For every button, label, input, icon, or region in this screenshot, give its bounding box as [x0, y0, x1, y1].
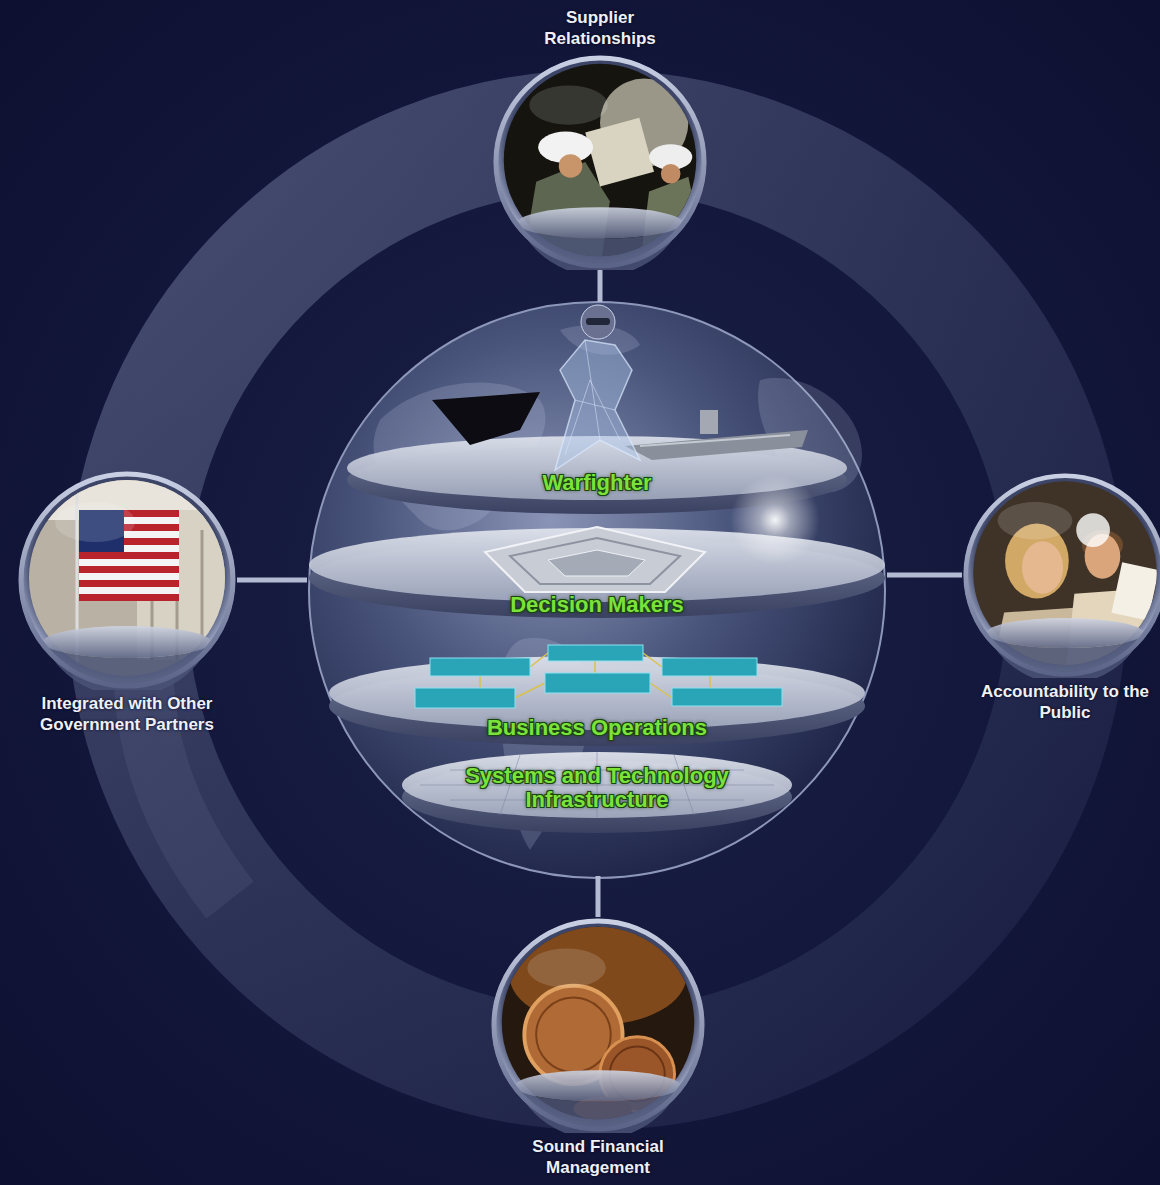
- circle-shape: [1076, 513, 1110, 547]
- rect-shape: [430, 658, 530, 676]
- ellipse-shape: [1022, 541, 1063, 593]
- g-shape: [962, 472, 1160, 678]
- polygon-shape: [625, 430, 808, 460]
- sphere-illustration: [490, 917, 706, 1133]
- circle-shape: [496, 58, 704, 266]
- swirl-band: [127, 130, 1067, 1070]
- line-shape: [640, 435, 790, 446]
- ellipse-shape: [518, 207, 683, 238]
- aircraft-carrier: [625, 410, 808, 460]
- business-disc: [329, 645, 865, 746]
- rect-shape: [490, 917, 706, 1133]
- layer-label: Systems and Technology Infrastructure: [432, 764, 762, 812]
- finance-sphere: Sound Financial Management: [490, 917, 706, 1179]
- polygon-shape: [585, 118, 654, 187]
- rect-shape: [79, 594, 179, 601]
- layer-label: Warfighter: [542, 471, 651, 495]
- circle-shape: [559, 154, 583, 178]
- rect-shape: [1111, 562, 1158, 620]
- path-shape: [565, 340, 620, 455]
- rect-shape: [415, 688, 515, 708]
- pentagon-building: [485, 527, 705, 592]
- decision-layer: Decision Makers: [307, 520, 887, 620]
- sphere-illustration: [492, 54, 708, 270]
- ellipse-shape: [527, 948, 606, 987]
- systems-layer: Systems and Technology Infrastructure: [402, 750, 792, 876]
- circle-shape: [21, 474, 233, 686]
- rect-shape: [700, 410, 718, 434]
- polygon-shape: [510, 538, 680, 584]
- circle-shape: [536, 998, 611, 1073]
- label-holder: Sound Financial Management: [508, 1137, 688, 1178]
- label-holder: Integrated with Other Government Partner…: [27, 694, 227, 735]
- rect-shape: [79, 566, 179, 573]
- circle-shape: [661, 164, 681, 184]
- ellipse-shape: [529, 85, 608, 124]
- sphere-label: Integrated with Other Government Partner…: [27, 694, 227, 735]
- g-shape: [490, 917, 706, 1133]
- layer-label: Decision Makers: [510, 593, 684, 617]
- ellipse-shape: [55, 502, 135, 542]
- circle-shape: [494, 921, 702, 1129]
- sphere-illustration: [962, 472, 1160, 678]
- connector-line: [237, 578, 307, 583]
- bomber: [432, 392, 540, 445]
- sphere-label: Supplier Relationships: [515, 8, 685, 49]
- globe: [309, 302, 885, 878]
- rect-shape: [586, 318, 610, 325]
- circle-shape: [581, 305, 615, 339]
- sphere-label: Sound Financial Management: [508, 1137, 688, 1178]
- g-shape: [415, 645, 782, 708]
- g-shape: [17, 470, 237, 690]
- sphere-illustration: [17, 470, 237, 690]
- soldier-figure: [555, 305, 640, 470]
- ellipse-shape: [402, 752, 792, 818]
- business-layer: Business Operations: [327, 647, 867, 748]
- public-sphere: Accountability to the Public: [962, 472, 1160, 724]
- ellipse-shape: [516, 1070, 681, 1101]
- rect-shape: [545, 673, 650, 693]
- supplier-sphere: Supplier Relationships: [492, 8, 708, 270]
- label-holder: Accountability to the Public: [980, 682, 1150, 723]
- rect-shape: [548, 645, 643, 661]
- glare: [730, 475, 820, 565]
- rect-shape: [79, 552, 179, 559]
- systems-disc: [402, 752, 792, 833]
- polygon-shape: [555, 340, 640, 470]
- rect-shape: [492, 54, 708, 270]
- ellipse-shape: [43, 626, 211, 658]
- label-holder: Supplier Relationships: [515, 8, 685, 49]
- circle-shape: [966, 476, 1160, 675]
- rect-shape: [962, 472, 1160, 678]
- sphere-label: Accountability to the Public: [980, 682, 1150, 723]
- g-shape: [420, 752, 774, 818]
- connector-line: [596, 876, 601, 917]
- polygon-shape: [548, 550, 645, 576]
- rect-shape: [672, 688, 782, 706]
- ellipse-shape: [998, 502, 1073, 539]
- rect-shape: [662, 658, 757, 676]
- g-shape: [492, 54, 708, 270]
- rect-shape: [79, 580, 179, 587]
- connector-line: [887, 573, 962, 578]
- government-sphere: Integrated with Other Government Partner…: [17, 470, 237, 736]
- connector-line: [598, 270, 603, 302]
- layer-label: Business Operations: [487, 716, 707, 740]
- warfighter-layer: Warfighter: [347, 302, 847, 515]
- ellipse-shape: [986, 618, 1143, 648]
